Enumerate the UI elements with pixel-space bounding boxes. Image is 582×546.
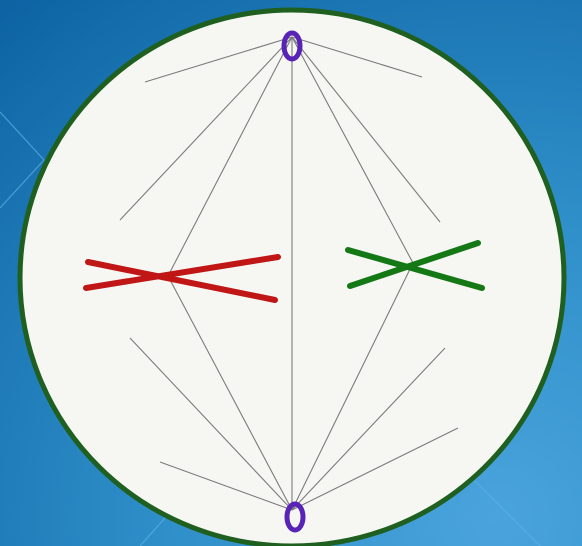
diagram-canvas — [0, 0, 582, 546]
mitosis-metaphase-diagram — [0, 0, 582, 546]
